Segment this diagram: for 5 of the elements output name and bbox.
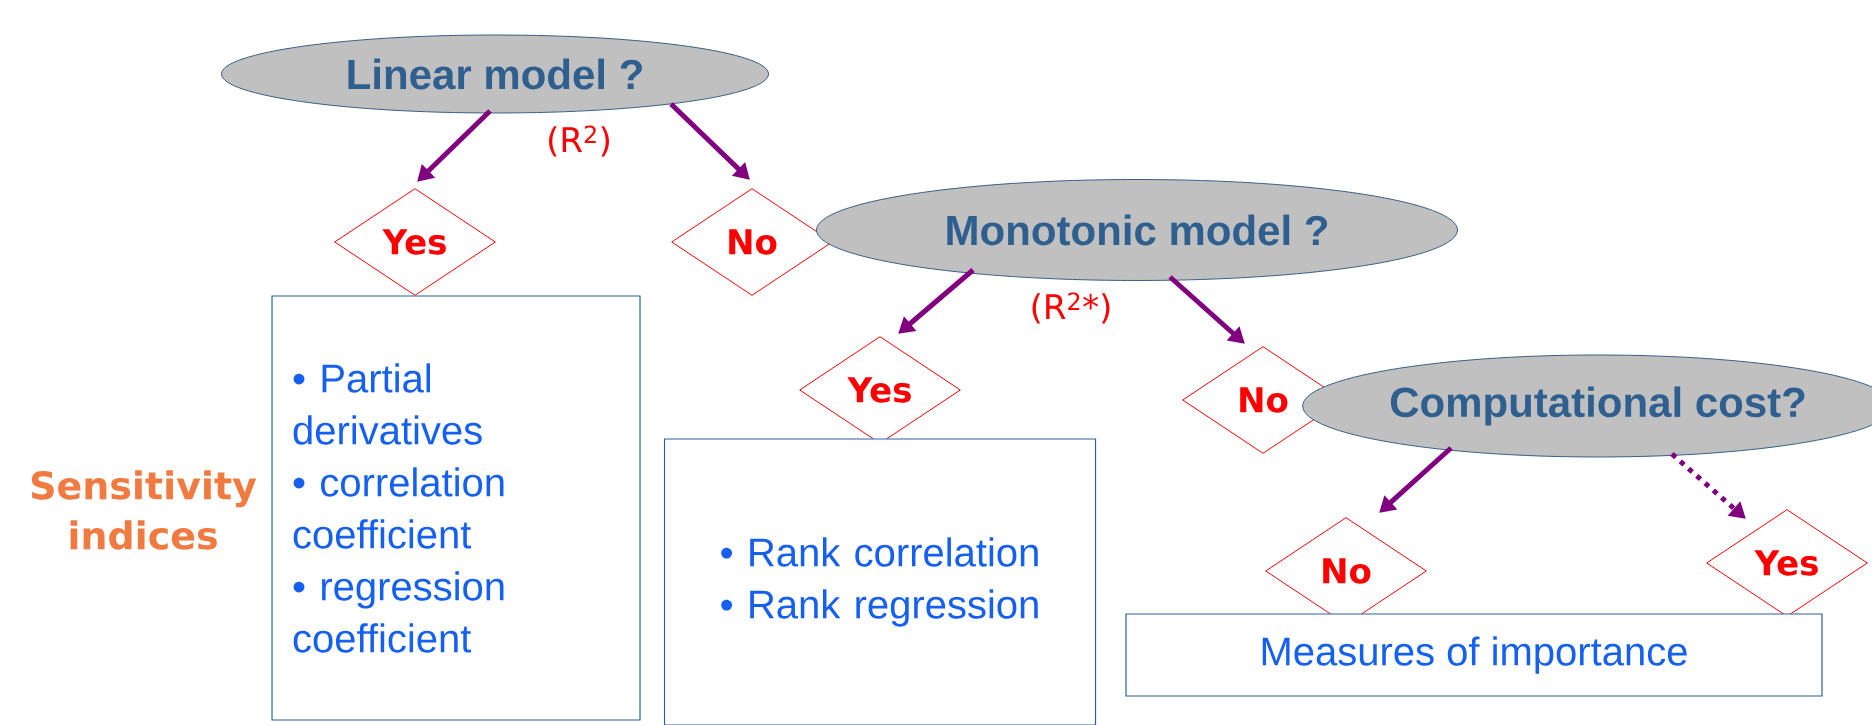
method-box: • Partial derivatives • correlation coefficient • regression coefficient	[271, 295, 641, 721]
arrow	[669, 102, 750, 180]
measure-label: (R$^{2}$)	[549, 125, 609, 157]
measure-label: (R$^{2}$*)	[1032, 292, 1110, 324]
arrow	[417, 109, 492, 182]
